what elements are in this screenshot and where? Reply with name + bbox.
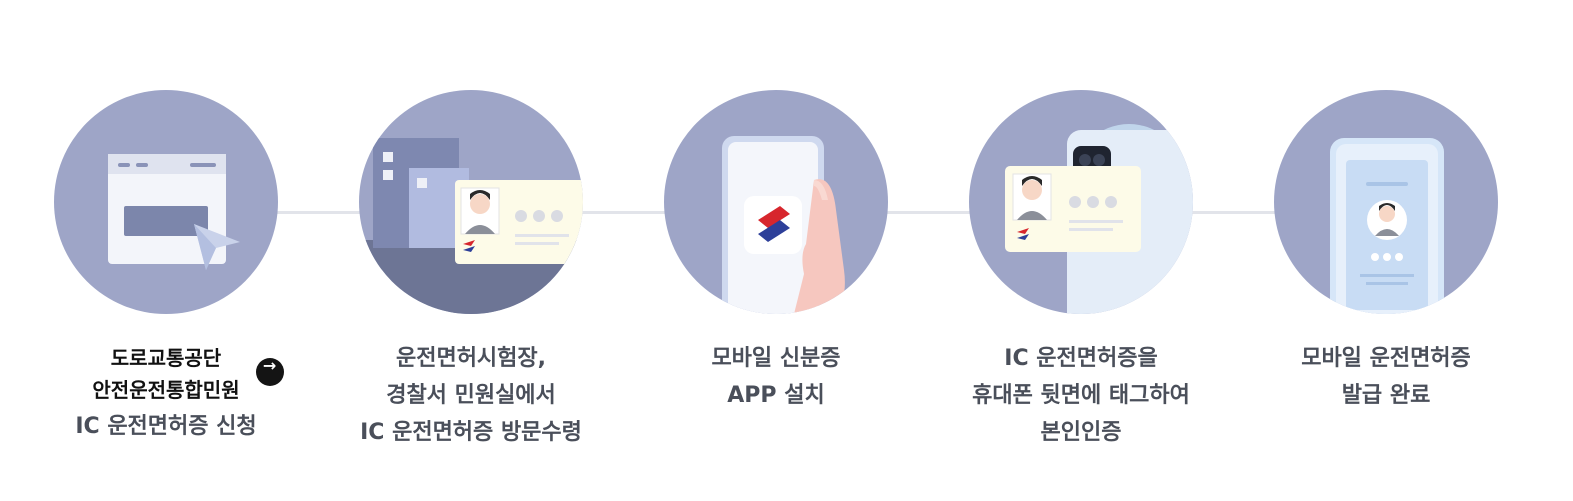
step-pickup-line3: IC 운전면허증 방문수령: [360, 420, 582, 445]
step-issued-label: 모바일 운전면허증 발급 완료: [1214, 340, 1558, 414]
step-install-line1: 모바일 신분증: [711, 346, 841, 371]
step-verify-line3: 본인인증: [1040, 420, 1122, 445]
browser-pointer-icon: [108, 154, 240, 270]
step-apply-text: IC 운전면허증 신청: [75, 414, 257, 439]
arrow-right-icon[interactable]: →: [255, 358, 284, 386]
step-pickup-line2: 경찰서 민원실에서: [386, 383, 556, 408]
step-issued: 모바일 운전면허증 발급 완료: [1274, 90, 1498, 408]
portal-link-line1: 도로교통공단: [110, 346, 222, 370]
step-issued-line2: 발급 완료: [1341, 383, 1431, 408]
step-install-app: 모바일 신분증 APP 설치: [664, 90, 888, 408]
step-pickup-label: 운전면허시험장, 경찰서 민원실에서 IC 운전면허증 방문수령: [299, 340, 643, 451]
mobile-license-icon: [1330, 138, 1444, 314]
step-verify-line1: IC 운전면허증을: [1004, 346, 1158, 371]
building-id-card-icon: [359, 138, 583, 314]
step-verify-line2: 휴대폰 뒷면에 태그하여: [972, 383, 1190, 408]
portal-link-line2: 안전운전통합민원: [92, 378, 240, 402]
safe-driving-portal-link[interactable]: 도로교통공단 안전운전통합민원 →: [92, 342, 284, 406]
step-verify-circle: [969, 90, 1193, 314]
step-issued-line1: 모바일 운전면허증: [1301, 346, 1471, 371]
step-apply-circle: [54, 90, 278, 314]
step-verify-label: IC 운전면허증을 휴대폰 뒷면에 태그하여 본인인증: [909, 340, 1253, 451]
step-pickup-line1: 운전면허시험장,: [395, 346, 547, 371]
step-apply-label: 도로교통공단 안전운전통합민원 → IC 운전면허증 신청: [0, 342, 338, 444]
step-apply: 도로교통공단 안전운전통합민원 → IC 운전면허증 신청: [54, 90, 284, 439]
step-pickup: 운전면허시험장, 경찰서 민원실에서 IC 운전면허증 방문수령: [359, 90, 583, 445]
phone-tag-card-icon: [1005, 124, 1193, 314]
phone-app-icon: [722, 136, 845, 314]
step-verify: IC 운전면허증을 휴대폰 뒷면에 태그하여 본인인증: [969, 90, 1193, 445]
step-pickup-circle: [359, 90, 583, 314]
step-install-label: 모바일 신분증 APP 설치: [604, 340, 948, 414]
step-issued-circle: [1274, 90, 1498, 314]
step-install-line2: APP 설치: [727, 383, 825, 408]
step-install-circle: [664, 90, 888, 314]
